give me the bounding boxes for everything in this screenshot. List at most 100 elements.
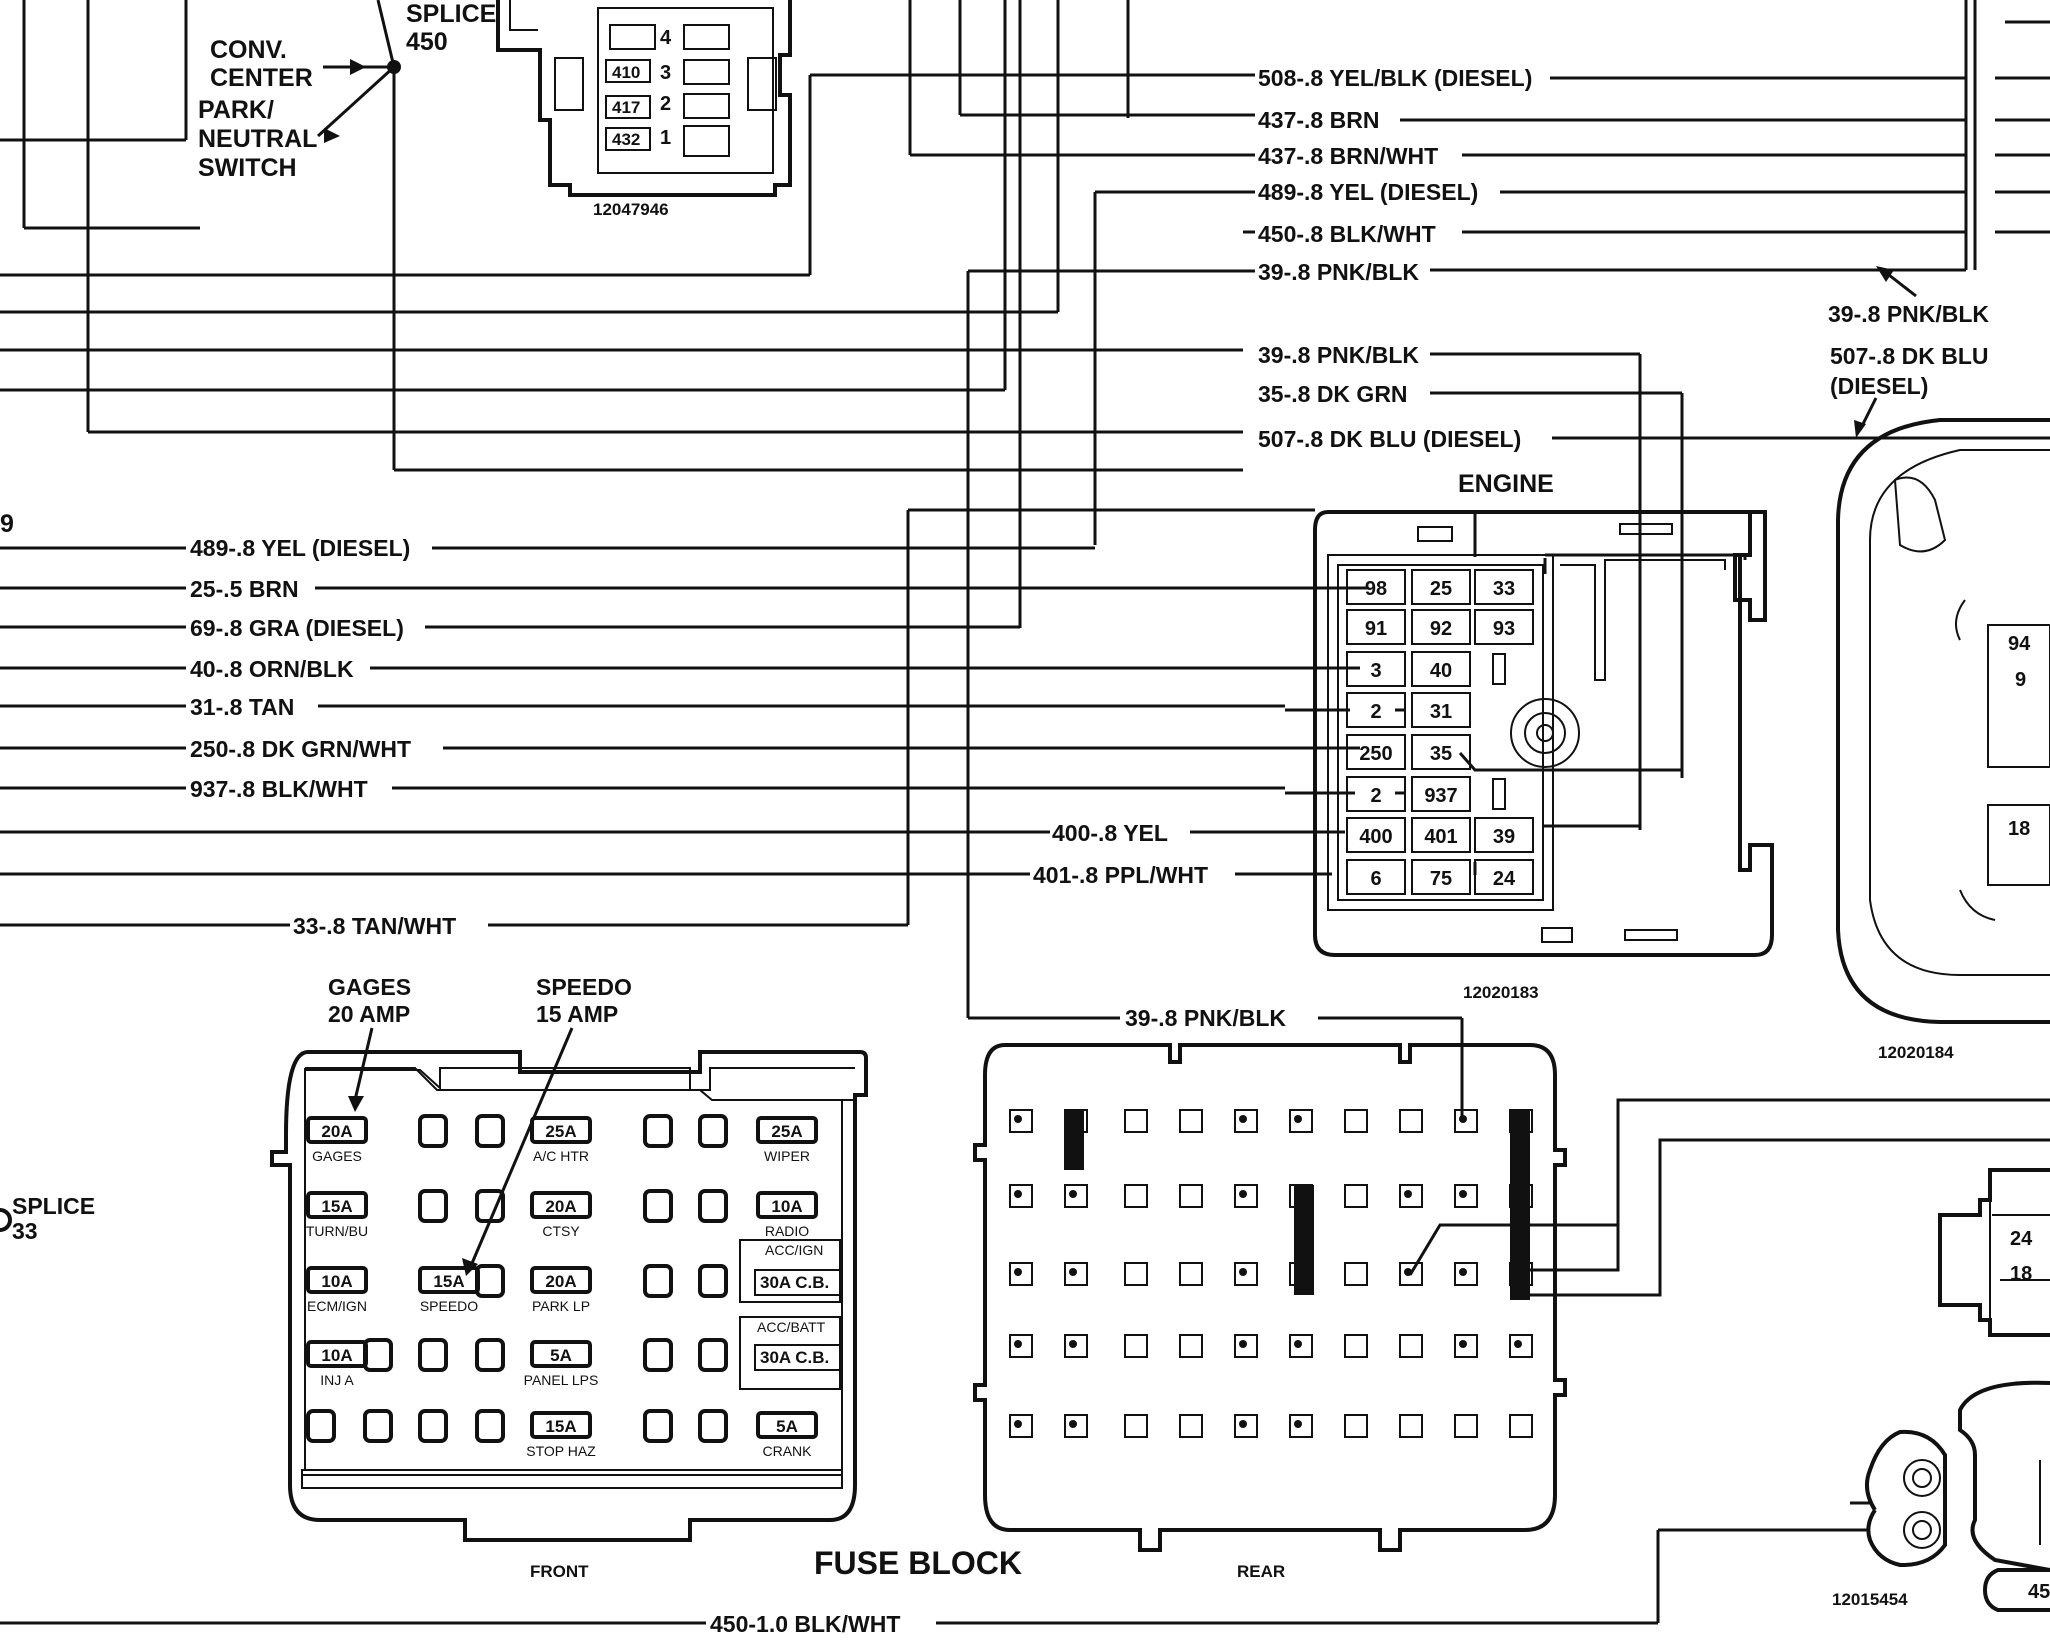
- rear-terminal-dot: [1239, 1115, 1247, 1123]
- fuse-rating: 25A: [545, 1122, 576, 1141]
- wire-400: 400-.8 YEL: [1052, 820, 1168, 846]
- rear-terminal: [1289, 1334, 1313, 1358]
- rear-terminal: [1454, 1109, 1478, 1133]
- rear-terminal-dot: [1459, 1268, 1467, 1276]
- speedo-callout: SPEEDO 15 AMP: [536, 974, 638, 1027]
- engine-pin-cell: [1411, 776, 1471, 812]
- fuse-body: [756, 1116, 818, 1144]
- breaker-1-name: ACC/IGN: [765, 1242, 823, 1258]
- fuse-rating: 20A: [321, 1122, 352, 1141]
- rear-terminal: [1289, 1414, 1313, 1438]
- rear-terminal: [1124, 1184, 1148, 1208]
- rear-terminal: [1234, 1109, 1258, 1133]
- rear-terminal: [1064, 1334, 1088, 1358]
- fuse-rating: 25A: [771, 1122, 802, 1141]
- rear-terminal: [1454, 1262, 1478, 1286]
- engine-pin-label: 40: [1430, 660, 1452, 682]
- fuse-name: CRANK: [762, 1443, 812, 1459]
- speedo-callout-l1: SPEEDO: [536, 974, 632, 1000]
- gages-callout-l2: 20 AMP: [328, 1001, 410, 1027]
- wire-39-top-b: 39-.8 PNK/BLK: [1258, 342, 1419, 368]
- pin-4: 4: [660, 27, 672, 49]
- rear-bus-bar: [1064, 1110, 1084, 1170]
- pin-94: 94: [2008, 633, 2031, 655]
- fuse-name: STOP HAZ: [526, 1443, 596, 1459]
- engine-pin-label: 31: [1430, 701, 1452, 723]
- splice-450-word: SPLICE: [406, 0, 496, 28]
- fuse-block-title: FUSE BLOCK: [814, 1545, 1022, 1581]
- fuse-name: INJ A: [320, 1372, 354, 1388]
- top-wire-labels: 508-.8 YEL/BLK (DIESEL) 437-.8 BRN 437-.…: [1258, 0, 2050, 830]
- engine-pin-label: 98: [1365, 578, 1387, 600]
- park-neutral-line2: NEUTRAL: [198, 125, 317, 153]
- rear-terminal-dot: [1294, 1420, 1302, 1428]
- rear-terminal-dot: [1014, 1420, 1022, 1428]
- rear-terminal: [1234, 1414, 1258, 1438]
- rear-terminal: [1344, 1334, 1368, 1358]
- wire-35: 35-.8 DK GRN: [1258, 381, 1408, 407]
- fuse-name: WIPER: [764, 1148, 810, 1164]
- rear-terminal: [1234, 1262, 1258, 1286]
- small-pin-24: 24: [2010, 1228, 2033, 1250]
- cut-number-9: 9: [0, 510, 14, 538]
- fuse-empty-slot: [698, 1338, 728, 1372]
- rear-terminal-dot: [1069, 1190, 1077, 1198]
- rear-bus-bar: [1510, 1110, 1530, 1300]
- pin-1-wire: 432: [612, 130, 640, 149]
- engine-pin-cell: [1411, 734, 1471, 770]
- conv-center-line1: CONV.: [210, 36, 287, 64]
- engine-pin-cell: [1411, 817, 1471, 853]
- pin-3: 3: [660, 62, 671, 84]
- engine-pin-label: 400: [1359, 826, 1392, 848]
- pin-3-wire: 410: [612, 63, 640, 82]
- fuse-empty-slot: [698, 1264, 728, 1298]
- fuse-empty-slot: [475, 1264, 505, 1298]
- fuse-empty-slot: [418, 1338, 448, 1372]
- fuse-block-rear: 39-.8 PNK/BLK REAR: [968, 1005, 2050, 1581]
- rear-terminal-dot: [1069, 1268, 1077, 1276]
- fuse-empty-slot: [363, 1338, 393, 1372]
- fuse-empty-slot: [418, 1114, 448, 1148]
- fuse-empty-slot: [698, 1409, 728, 1443]
- rear-terminal-dot: [1014, 1340, 1022, 1348]
- fuse-body: [756, 1191, 818, 1219]
- rear-terminal: [1454, 1414, 1478, 1438]
- fuse-rating: 10A: [771, 1197, 802, 1216]
- part-12015454: 12015454: [1832, 1590, 1908, 1609]
- conv-center-label: CONV. CENTER: [210, 36, 313, 92]
- fuse-empty-slot: [418, 1409, 448, 1443]
- engine-pin-label: 93: [1493, 618, 1515, 640]
- wire-508: 508-.8 YEL/BLK (DIESEL): [1258, 65, 1532, 91]
- engine-pin-label: 92: [1430, 618, 1452, 640]
- engine-pin-cell: [1474, 569, 1534, 605]
- rear-terminal: [1124, 1414, 1148, 1438]
- fuse-body: [530, 1116, 592, 1144]
- rear-terminal-grid: [1009, 1109, 1533, 1438]
- rear-terminal: [1509, 1334, 1533, 1358]
- engine-key-slot: [1492, 653, 1506, 685]
- fuse-empty-slot: [363, 1409, 393, 1443]
- wire-401: 401-.8 PPL/WHT: [1033, 862, 1208, 888]
- conv-park-area: CONV. CENTER PARK/ NEUTRAL SWITCH SPLICE…: [0, 0, 1243, 538]
- fuse-body: [756, 1411, 818, 1439]
- engine-pin-label: 91: [1365, 618, 1387, 640]
- engine-pin-cell: [1474, 609, 1534, 645]
- fuse-body: [530, 1411, 592, 1439]
- pin-1: 1: [660, 127, 671, 149]
- fuse-rating: 15A: [433, 1272, 464, 1291]
- rear-terminal-dot: [1069, 1340, 1077, 1348]
- fuse-empty-slot: [643, 1264, 673, 1298]
- fuse-empty-slot: [475, 1114, 505, 1148]
- engine-pin-cell: [1411, 692, 1471, 728]
- fuse-body: [530, 1191, 592, 1219]
- rear-terminal: [1344, 1414, 1368, 1438]
- rear-terminal: [1234, 1334, 1258, 1358]
- fuse-body: [306, 1191, 368, 1219]
- fuse-rating: 10A: [321, 1346, 352, 1365]
- wire-69: 69-.8 GRA (DIESEL): [190, 615, 404, 641]
- engine-pin-cell: [1474, 859, 1534, 895]
- fuse-empty-slot: [306, 1409, 336, 1443]
- engine-pin-label: 25: [1430, 578, 1452, 600]
